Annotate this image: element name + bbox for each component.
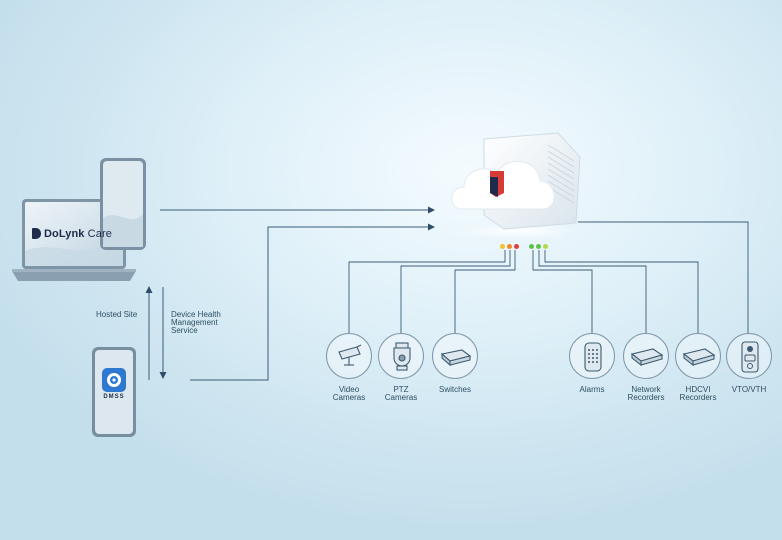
smartphone-top [100, 158, 146, 250]
smartphone-dmss [92, 347, 136, 437]
nvr-icon [623, 333, 669, 379]
vto-vth-label: VTO/VTH [731, 385, 767, 394]
ptz-cameras-label: PTZ Cameras [384, 385, 418, 402]
hosted-site-label: Hosted Site [96, 310, 138, 319]
status-led-green [529, 244, 534, 249]
right-device-branch [532, 221, 749, 333]
left-device-branch [348, 250, 516, 333]
switch-icon [432, 333, 478, 379]
status-led-green-2 [536, 244, 541, 249]
door-station-icon [726, 333, 772, 379]
alarms-label: Alarms [579, 385, 605, 394]
alarm-panel-icon [569, 333, 615, 379]
switches-label: Switches [438, 385, 471, 394]
dolynk-logo-icon [32, 228, 41, 239]
cctv-camera-icon [326, 333, 372, 379]
status-led-red [514, 244, 519, 249]
status-led-lime [543, 244, 548, 249]
dvr-icon [675, 333, 721, 379]
dmss-to-cloud-arrow [190, 223, 435, 381]
ptz-camera-icon [378, 333, 424, 379]
dmss-app-label: DMSS [103, 394, 125, 400]
hdcvi-recorders-label: HDCVI Recorders [679, 385, 717, 402]
cloud-server [451, 132, 581, 239]
status-led-orange [507, 244, 512, 249]
status-led-yellow [500, 244, 505, 249]
video-cameras-label: Video Cameras [332, 385, 366, 402]
dolynk-care-logo: DoLynk Care [32, 228, 112, 242]
device-health-service-label: Device Health Management Service [171, 310, 221, 335]
network-recorders-label: Network Recorders [627, 385, 665, 402]
